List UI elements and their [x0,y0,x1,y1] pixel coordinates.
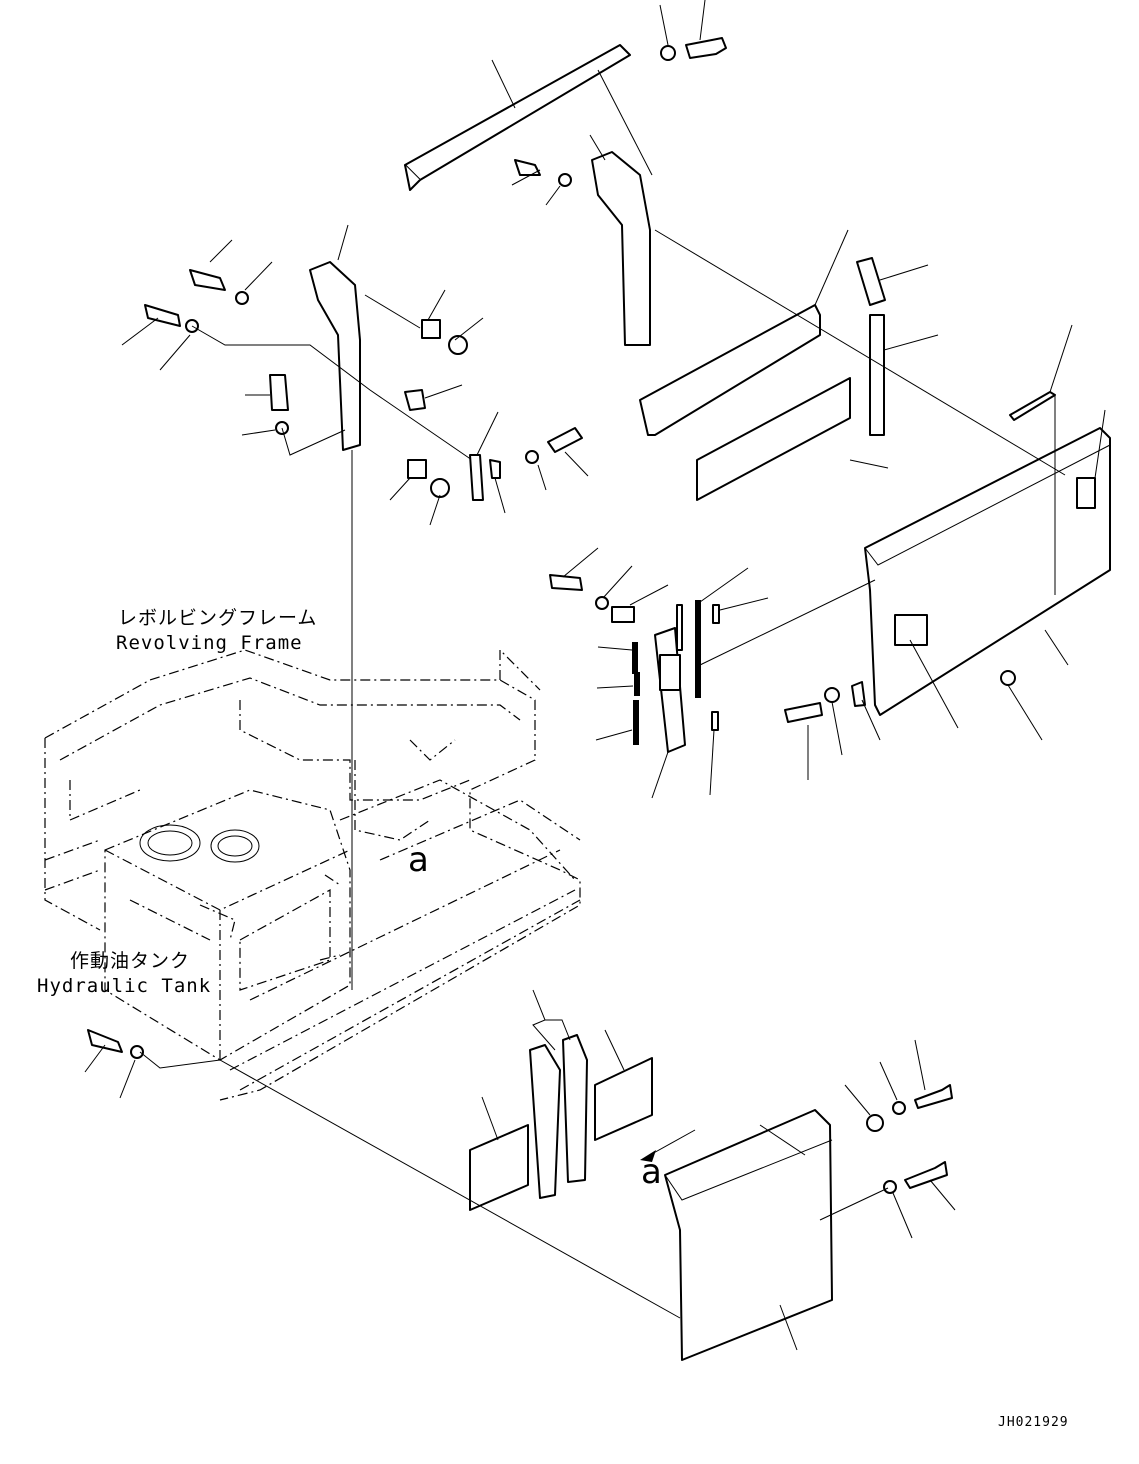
lock-bracket [549,547,881,799]
right-stay [511,134,651,346]
drawing-number: JH021929 [998,1415,1069,1430]
right-door [654,229,1111,741]
hydraulic-tank-label-jp: 作動油タンク [70,950,191,972]
revolving-frame-label-en: Revolving Frame [116,632,303,654]
upper-cross-rail [404,0,727,191]
revolving-frame [44,648,581,1101]
tank-mount-bolt [84,1029,681,1319]
lower-door [469,989,956,1361]
left-stay [121,224,589,990]
hydraulic-tank [104,789,351,1061]
rubber-seals [639,229,939,501]
revolving-frame-label-jp: レボルビングフレーム [118,607,318,629]
view-marker-upper: a [408,840,429,880]
hydraulic-tank-label-en: Hydraulic Tank [37,975,212,997]
view-marker-lower: a [641,1152,662,1192]
